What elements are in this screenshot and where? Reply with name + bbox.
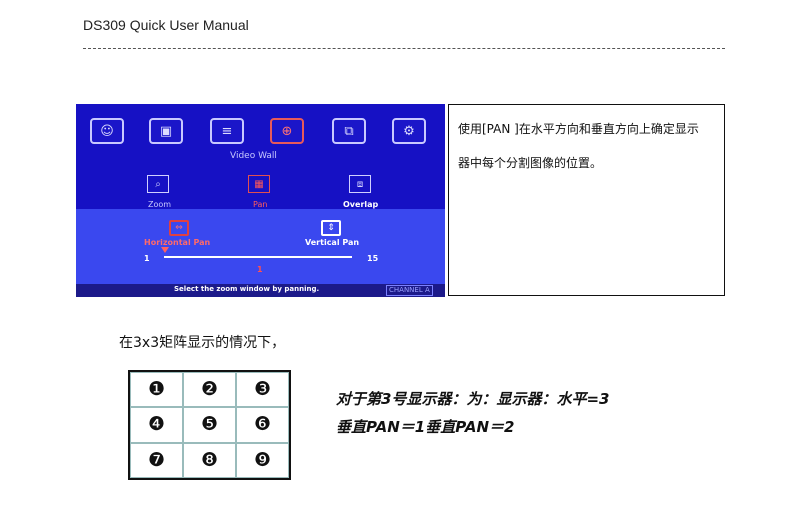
description-box: 使用[PAN ]在水平方向和垂直方向上确定显示 器中每个分割图像的位置。 (448, 104, 725, 296)
vertical-pan-label: Vertical Pan (305, 238, 360, 247)
overlap-icon: ⧈ (349, 175, 371, 193)
overlap-glyph: ⧈ (356, 178, 364, 190)
zoom-glyph: ⌕ (155, 178, 161, 190)
osd-tab-palette: ☺ (90, 118, 124, 144)
slider-min: 1 (144, 254, 150, 263)
slider-value: 1 (257, 265, 263, 274)
osd-status-bar (76, 284, 445, 297)
display-number: ❺ (200, 413, 219, 436)
matrix-subheading: 在3x3矩阵显示的情况下， (119, 335, 286, 351)
horizontal-pan-label: Horizontal Pan (144, 238, 211, 247)
palette-icon: ☺ (100, 123, 114, 139)
horizontal-pan-icon: ⇔ (169, 220, 189, 236)
input-icon: ≡ (221, 123, 233, 139)
gear-icon: ⚙ (403, 123, 415, 139)
matrix-3x3-grid: ❶ ❷ ❸ ❹ ❺ ❻ ❼ ❽ ❾ (128, 370, 291, 480)
osd-item-overlap: Overlap (343, 200, 379, 209)
grid-cell: ❷ (183, 372, 236, 408)
pan-glyph: ▦ (254, 178, 264, 190)
osd-item-zoom: Zoom (148, 200, 172, 209)
grid-cell: ❻ (236, 407, 289, 443)
osd-section-title: Video Wall (230, 151, 277, 161)
osd-menu-top (76, 104, 445, 209)
document-title: DS309 Quick User Manual (83, 17, 249, 33)
display-number: ❾ (253, 448, 272, 471)
grid-cell: ❸ (236, 372, 289, 408)
slider-marker (161, 247, 169, 253)
note-line-1: 对于第3号显示器：为：显示器：水平=3 (336, 390, 610, 408)
grid-cell: ❹ (130, 407, 183, 443)
osd-menu-screenshot: ☺ ▣ ≡ ⊕ ⧉ ⚙ Video Wall ⌕ ▦ ⧈ Zoom Pan Ov… (76, 104, 445, 297)
display-number: ❹ (147, 413, 166, 436)
note-line-2: 垂直PAN＝1垂直PAN＝2 (336, 418, 515, 436)
header-divider (83, 48, 725, 49)
grid-cell: ❽ (183, 442, 236, 478)
description-line-1: 使用[PAN ]在水平方向和垂直方向上确定显示 (458, 122, 699, 136)
vertical-pan-icon: ⇕ (321, 220, 341, 236)
osd-tab-input: ≡ (210, 118, 244, 144)
description-line-2: 器中每个分割图像的位置。 (458, 156, 603, 170)
display-number: ❶ (147, 378, 166, 401)
osd-tab-3d: ⧉ (332, 118, 366, 144)
osd-status-text: Select the zoom window by panning. (174, 285, 320, 293)
display-number: ❽ (200, 448, 219, 471)
display-number: ❼ (147, 448, 166, 471)
osd-tab-settings: ⚙ (392, 118, 426, 144)
picture-icon: ▣ (159, 123, 173, 139)
globe-icon: ⊕ (281, 123, 293, 139)
display-number: ❷ (200, 378, 219, 401)
osd-tab-video-wall: ⊕ (270, 118, 304, 144)
cube-icon: ⧉ (344, 123, 354, 139)
osd-item-pan: Pan (253, 200, 268, 209)
pan-slider-track (164, 256, 352, 258)
display-number: ❻ (253, 413, 272, 436)
osd-menu-settings-panel (76, 209, 445, 297)
zoom-icon: ⌕ (147, 175, 169, 193)
grid-cell: ❶ (130, 372, 183, 408)
osd-tab-picture: ▣ (149, 118, 183, 144)
grid-cell: ❼ (130, 442, 183, 478)
grid-cell: ❺ (183, 407, 236, 443)
channel-indicator: CHANNEL A (386, 285, 433, 296)
display-number: ❸ (253, 378, 272, 401)
grid-cell: ❾ (236, 442, 289, 478)
pan-grid-icon: ▦ (248, 175, 270, 193)
slider-max: 15 (367, 254, 379, 263)
